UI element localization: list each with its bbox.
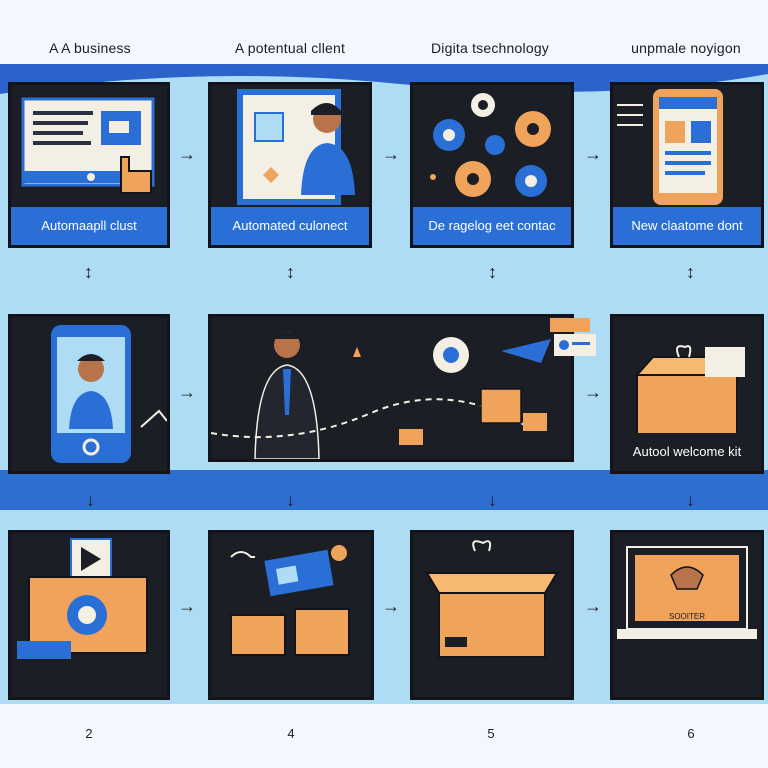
step-number: 6 [687, 726, 695, 741]
gift-boxes-illustration [230, 545, 350, 656]
panel-caption-text: reliver ycken [653, 681, 721, 695]
step-number: 2 [85, 726, 93, 741]
arrow-updown-icon: ↕ [286, 262, 295, 282]
arrow-down-icon: ↓ [488, 490, 497, 510]
phone-agent-illustration [51, 325, 167, 463]
arrow-right-icon: → [178, 596, 196, 616]
panel-caption-text: New welcome kit [43, 683, 135, 697]
large-gift-box-illustration [425, 540, 559, 658]
panel-welcome-kit-box: Autool welcome kit [610, 314, 764, 474]
arrow-updown-icon: ↕ [84, 262, 93, 282]
delivery-flow-illustration [211, 332, 551, 459]
panel-caption-bar: Automated culonect [211, 207, 369, 245]
laptop-screen-label: SOOITER [668, 612, 705, 621]
arrow-right-icon: → [178, 382, 196, 402]
arrow-right-icon: → [382, 596, 400, 616]
bottom-background [0, 704, 768, 768]
panel-digital-welcome-kit: Digital welcome kit [208, 530, 374, 700]
panel-caption-bar: Autool welcome kit [613, 433, 761, 471]
panel-laptop-delivery: SOOITER No cluatt moant reliver ycken [610, 530, 764, 700]
panel-caption-text: Desta welcome kit [443, 683, 541, 697]
arrow-down-icon: ↓ [86, 490, 95, 510]
panel-caption-bar: Automaapll clust [11, 207, 167, 245]
wave-decoration [0, 64, 768, 94]
panel-desta-welcome-kit: Desta welcome kit [410, 530, 574, 700]
column-title-navigation: unpmale noyigon [631, 40, 741, 56]
arrow-right-icon: → [584, 382, 602, 402]
laptop-illustration [617, 546, 757, 639]
panel-potential-client: Automated culonect [208, 82, 372, 248]
arrow-right-icon: → [584, 144, 602, 164]
arrow-down-icon: ↓ [286, 490, 295, 510]
column-title-business: A A business [49, 40, 131, 56]
welcome-box-illustration [634, 345, 747, 436]
arrow-updown-icon: ↕ [488, 262, 497, 282]
panel-business-computer: Automaapll clust [8, 82, 170, 248]
panel-new-customer: New claatome dont [610, 82, 764, 248]
mail-box-illustration [17, 538, 148, 659]
panel-caption-bar: New claatome dont [613, 207, 761, 245]
column-title-client: A potentual cllent [234, 40, 346, 56]
gear-icon [471, 93, 495, 117]
gears-illustration [430, 93, 551, 197]
top-background [0, 0, 768, 64]
panel-caption-text: No cluatt moant [644, 663, 730, 677]
panel-caption-bar: De ragelog eet contac [413, 207, 571, 245]
arrow-right-icon: → [584, 596, 602, 616]
step-number: 4 [287, 726, 295, 741]
panel-digital-technology: De ragelog eet contac [410, 82, 574, 248]
computer-illustration [21, 97, 155, 194]
panel-new-welcome-kit: New welcome kit [8, 530, 170, 700]
phone-illustration [617, 89, 723, 205]
arrow-right-icon: → [178, 144, 196, 164]
arrow-right-icon: → [382, 144, 400, 164]
contact-card-icon [550, 318, 596, 358]
client-illustration [237, 89, 355, 205]
column-title-technology: Digita tsechnology [431, 40, 549, 56]
arrow-down-icon: ↓ [686, 490, 695, 510]
dark-strip-background [0, 470, 768, 510]
panel-delivery-flow [208, 314, 574, 462]
arrow-updown-icon: ↕ [686, 262, 695, 282]
panel-caption-text: Digital welcome kit [241, 683, 341, 697]
step-number: 5 [487, 726, 495, 741]
panel-phone-agent [8, 314, 170, 474]
